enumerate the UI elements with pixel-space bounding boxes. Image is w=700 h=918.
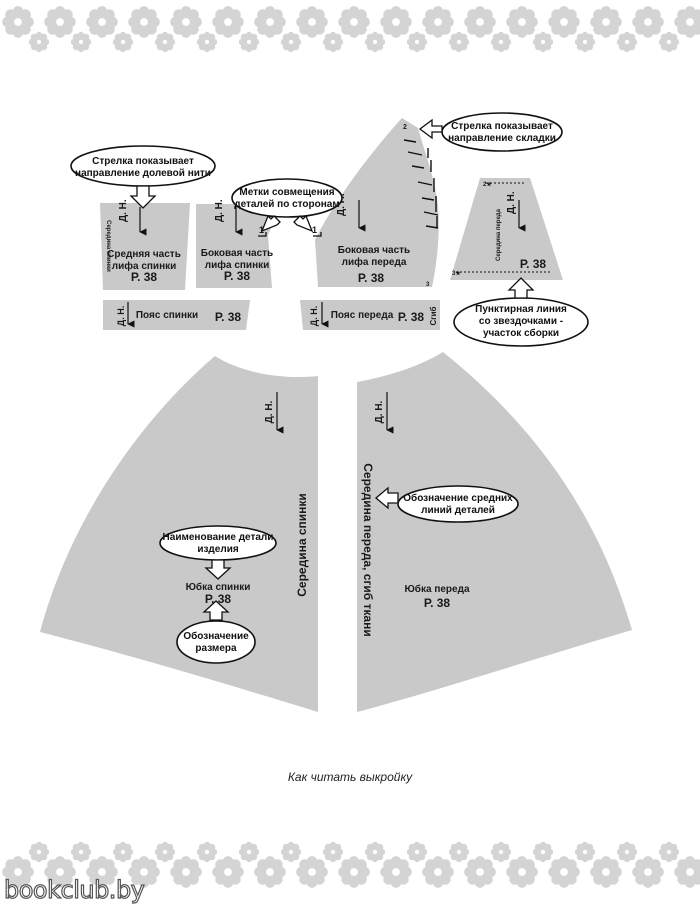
grain-label: Д. Н. (214, 199, 225, 222)
piece-name: Пояс переда (331, 310, 394, 321)
arrow-icon (418, 118, 443, 140)
callout-pleat: Стрелка показывает направление складки (418, 112, 563, 152)
piece-front-bodice-center: 2★ 3★ Д. Н. Середина переда Р. 38 (450, 178, 563, 280)
callout-grain: Стрелка показывает направление долевой н… (70, 145, 216, 209)
notch-number: 1 (259, 225, 264, 235)
size-label: Р. 38 (224, 269, 251, 283)
size-label: Р. 38 (358, 271, 385, 285)
center-label: Середина переда (496, 208, 502, 261)
size-label: Р. 38 (398, 310, 425, 324)
star-mark-top: 2★ (483, 181, 492, 188)
size-label: Р. 38 (131, 270, 158, 284)
center-label: Середина переда, сгиб ткани (361, 463, 375, 636)
arrow-icon (202, 600, 230, 621)
piece-name: Юбка спинки (186, 581, 251, 593)
svg-text:Метки совмещения: Метки совмещения (239, 187, 334, 198)
svg-text:линий деталей: линий деталей (421, 505, 495, 516)
piece-name-line1: Боковая часть (201, 248, 273, 259)
side-label: Середина спинки (105, 220, 111, 272)
fold-number: 2 (403, 124, 407, 131)
pleat-lines (403, 139, 439, 229)
piece-name-line2: лифа спинки (112, 260, 177, 272)
callout-piece-name: Наименование детали изделия (159, 525, 277, 580)
size-label: Р. 38 (205, 592, 232, 606)
svg-text:размера: размера (195, 643, 237, 654)
callout-center-lines: Обозначение средних линий деталей (374, 485, 519, 523)
center-label: Середина спинки (295, 493, 309, 597)
piece-front-skirt: Д. Н. Середина переда, сгиб ткани Юбка п… (357, 352, 632, 712)
svg-text:Стрелка показывает: Стрелка показывает (92, 156, 194, 167)
piece-name-line1: Боковая часть (338, 245, 410, 256)
notch-mark (258, 232, 267, 237)
svg-text:Обозначение средних: Обозначение средних (403, 492, 513, 504)
arrow-icon (374, 486, 399, 510)
fold-label: Сгиб (429, 306, 438, 325)
grain-label: Д. Н. (116, 306, 126, 326)
piece-name: Пояс спинки (136, 310, 198, 321)
figure-caption: Как читать выкройку (287, 770, 413, 784)
piece-front-waistband: Д. Н. Пояс переда Р. 38 Сгиб (300, 300, 440, 330)
piece-back-bodice-side: Д. Н. 1 Боковая часть лифа спинки Р. 38 (196, 199, 282, 288)
piece-name-line2: лифа спинки (205, 259, 270, 271)
notch-number: 1 (312, 225, 317, 235)
grain-label: Д. Н. (264, 400, 275, 423)
arrow-icon (260, 214, 281, 233)
svg-text:направление долевой нити: направление долевой нити (75, 168, 211, 179)
svg-text:Пунктирная линия: Пунктирная линия (475, 304, 567, 315)
watermark: bookclub.by (3, 875, 145, 904)
arrow-icon (507, 277, 535, 299)
piece-front-bodice-side: Д. Н. 1 2 3 Боковая часть лифа переда Р.… (312, 118, 439, 288)
piece-name: Юбка переда (404, 583, 469, 595)
grain-label: Д. Н. (506, 191, 517, 214)
svg-text:изделия: изделия (197, 544, 239, 555)
callout-notches: Метки совмещения деталей по сторонам (231, 178, 343, 233)
size-label: Р. 38 (424, 596, 451, 610)
lace-border-top (2, 6, 700, 53)
piece-name-line2: лифа переда (342, 256, 407, 268)
callout-gather: Пунктирная линия со звездочками - участо… (453, 277, 589, 347)
lace-border-bottom (2, 841, 700, 888)
svg-text:участок сборки: участок сборки (483, 327, 559, 339)
grain-label: Д. Н. (374, 400, 385, 423)
svg-text:Стрелка показывает: Стрелка показывает (451, 121, 553, 132)
piece-name-line1: Средняя часть (107, 249, 181, 260)
arrow-icon (293, 214, 314, 233)
svg-text:Наименование детали: Наименование детали (163, 532, 274, 543)
corner-number: 3 (426, 282, 430, 288)
svg-text:деталей по сторонам: деталей по сторонам (234, 199, 340, 210)
arrow-icon (204, 559, 232, 580)
grain-label: Д. Н. (309, 306, 319, 326)
piece-back-bodice-center: Д. Н. Середина спинки Средняя часть лифа… (100, 199, 190, 290)
size-label: Р. 38 (520, 257, 547, 271)
size-label: Р. 38 (215, 310, 242, 324)
star-mark-bottom: 3★ (452, 270, 461, 277)
grain-label: Д. Н. (118, 199, 129, 222)
svg-text:со звездочками -: со звездочками - (479, 316, 563, 327)
arrow-icon (129, 185, 157, 209)
svg-text:Обозначение: Обозначение (183, 630, 249, 642)
notch-mark (313, 232, 322, 237)
grain-label: Д. Н. (336, 193, 347, 216)
svg-text:направление складки: направление складки (448, 133, 556, 144)
callout-size: Обозначение размера (176, 600, 256, 664)
piece-back-waistband: Д. Н. Пояс спинки Р. 38 (103, 300, 250, 330)
